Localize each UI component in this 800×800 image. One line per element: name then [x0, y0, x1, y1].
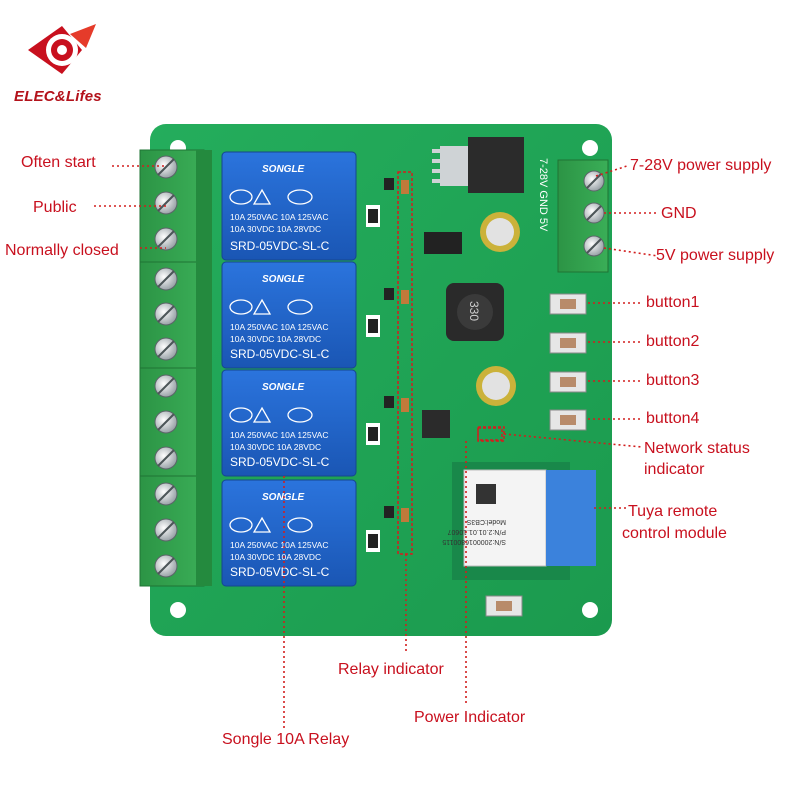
voltage-regulator: [432, 137, 524, 193]
relay-4: [221, 479, 357, 587]
label-tuya-remote: Tuya remote: [628, 503, 718, 520]
label-normally-closed: Normally closed: [5, 242, 119, 259]
relay-rating-2: 10A 30VDC 10A 28VDC: [230, 334, 321, 344]
label-network-status: Network status: [644, 440, 750, 457]
mounting-hole: [582, 140, 598, 156]
label-network-indicator: indicator: [644, 461, 705, 478]
relay-model: SRD-05VDC-SL-C: [230, 239, 330, 253]
relay-rating-2: 10A 30VDC 10A 28VDC: [230, 442, 321, 452]
relay-brand: SONGLE: [262, 164, 305, 175]
relay-3: [221, 369, 357, 477]
label-gnd: GND: [661, 205, 697, 222]
mounting-hole: [582, 602, 598, 618]
module-model: Model:CB3S: [466, 518, 506, 525]
relay-model: SRD-05VDC-SL-C: [230, 455, 330, 469]
relay-model: SRD-05VDC-SL-C: [230, 565, 330, 579]
relay-driver-components: [366, 178, 394, 552]
relay-rating-2: 10A 30VDC 10A 28VDC: [230, 552, 321, 562]
label-button2: button2: [646, 333, 700, 350]
leader-lines: [94, 165, 659, 730]
left-terminal-blocks: [139, 149, 212, 587]
label-control-module: control module: [622, 525, 727, 542]
label-often-start: Often start: [21, 154, 96, 171]
brand-name: ELEC&Lifes: [14, 88, 102, 105]
relay-model: SRD-05VDC-SL-C: [230, 347, 330, 361]
power-terminal-silkscreen: 7-28V GND 5V: [537, 158, 549, 232]
label-relay-indicator: Relay indicator: [338, 661, 444, 678]
relay-rating-1: 10A 250VAC 10A 125VAC: [230, 430, 328, 440]
relay-rating-1: 10A 250VAC 10A 125VAC: [230, 322, 328, 332]
brand-logo: [28, 24, 96, 74]
relay-rating-2: 10A 30VDC 10A 28VDC: [230, 224, 321, 234]
relay-2: [221, 261, 357, 369]
label-button3: button3: [646, 372, 700, 389]
ldo-regulator: [422, 410, 450, 438]
relay-brand: SONGLE: [262, 382, 305, 393]
buttons: [485, 293, 587, 617]
module-pn: P/N:2.01.01.10607: [448, 528, 506, 535]
relay-rating-1: 10A 250VAC 10A 125VAC: [230, 212, 328, 222]
module-sn: S/N:2000016800115: [442, 538, 506, 545]
terminal-screws: [154, 155, 178, 578]
label-public: Public: [33, 199, 77, 216]
relay-1: [221, 151, 357, 261]
label-power-7-28v: 7-28V power supply: [630, 157, 772, 174]
capacitor: [476, 366, 516, 406]
relay-brand: SONGLE: [262, 274, 305, 285]
inductor-marking: 330: [467, 301, 481, 321]
label-songle-relay: Songle 10A Relay: [222, 731, 350, 748]
relay-rating-1: 10A 250VAC 10A 125VAC: [230, 540, 328, 550]
label-button4: button4: [646, 410, 700, 427]
capacitor: [480, 212, 520, 252]
diode: [424, 232, 462, 254]
mounting-hole: [170, 602, 186, 618]
power-terminal: 7-28V GND 5V: [537, 158, 609, 273]
label-button1: button1: [646, 294, 700, 311]
inductor: 330: [446, 283, 504, 341]
tuya-module: Model:CB3S P/N:2.01.01.10607 S/N:2000016…: [442, 462, 596, 580]
label-power-5v: 5V power supply: [656, 247, 775, 264]
relay-indicator-leds: [397, 171, 413, 555]
label-power-indicator: Power Indicator: [414, 709, 526, 726]
